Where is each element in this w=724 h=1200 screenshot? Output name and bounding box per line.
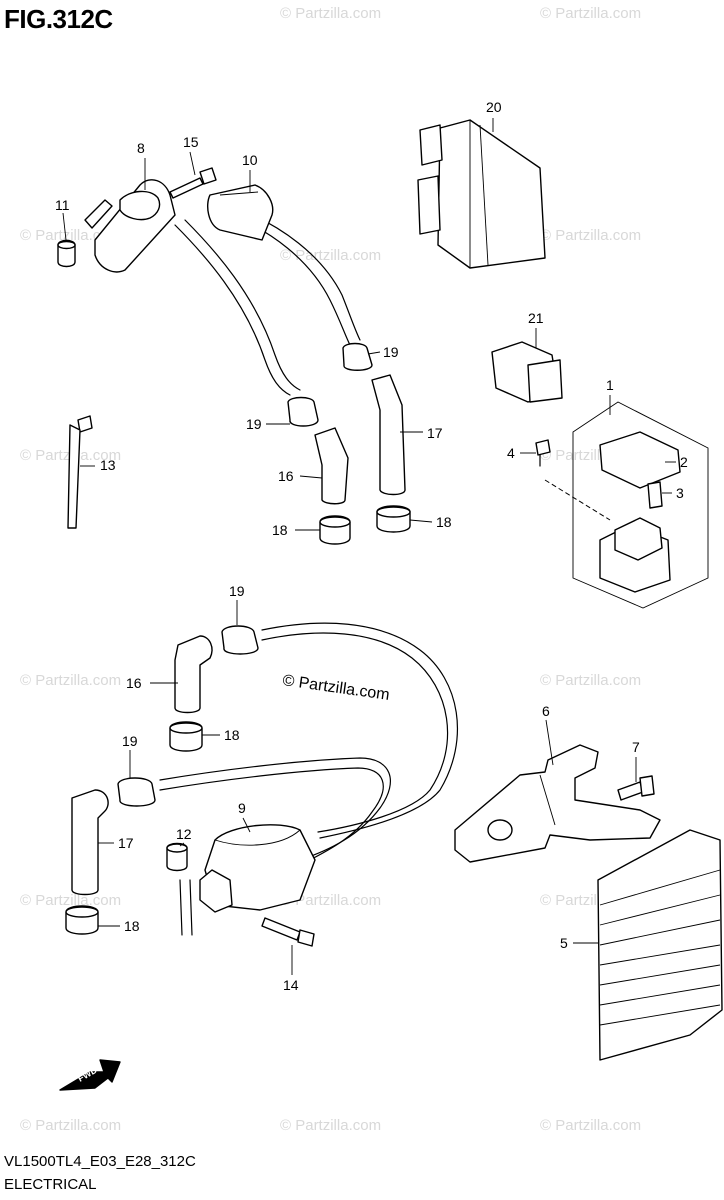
figure-code: VL1500TL4_E03_E28_312C xyxy=(4,1153,196,1170)
callout-6: 6 xyxy=(542,703,550,719)
watermark: © Partzilla.com xyxy=(280,1117,381,1134)
callouts: 20 8 15 10 11 21 1 19 19 17 16 13 18 18 … xyxy=(55,99,688,993)
callout-1: 1 xyxy=(606,377,614,393)
callout-18a: 18 xyxy=(272,522,288,538)
watermark: © Partzilla.com xyxy=(20,672,121,689)
callout-17b: 17 xyxy=(118,835,134,851)
callout-7: 7 xyxy=(632,739,640,755)
leader-lines xyxy=(62,118,676,975)
watermark: © Partzilla.com xyxy=(540,5,641,22)
callout-18b: 18 xyxy=(436,514,452,530)
watermark: © Partzilla.com xyxy=(280,892,381,909)
callout-12: 12 xyxy=(176,826,192,842)
callout-2: 2 xyxy=(680,454,688,470)
callout-10: 10 xyxy=(242,152,258,168)
callout-16a: 16 xyxy=(278,468,294,484)
callout-4: 4 xyxy=(507,445,515,461)
callout-20: 20 xyxy=(486,99,502,115)
watermark-main: © Partzilla.com xyxy=(281,672,390,704)
callout-19a: 19 xyxy=(383,344,399,360)
callout-21: 21 xyxy=(528,310,544,326)
callout-3: 3 xyxy=(676,485,684,501)
callout-18d: 18 xyxy=(124,918,140,934)
watermark: © Partzilla.com xyxy=(280,247,381,264)
callout-5: 5 xyxy=(560,935,568,951)
callout-9: 9 xyxy=(238,800,246,816)
watermark: © Partzilla.com xyxy=(540,1117,641,1134)
watermark: © Partzilla.com xyxy=(540,672,641,689)
callout-19c: 19 xyxy=(229,583,245,599)
callout-16b: 16 xyxy=(126,675,142,691)
watermark: © Partzilla.com xyxy=(20,892,121,909)
callout-8: 8 xyxy=(137,140,145,156)
ecm-and-relay-assembly xyxy=(417,119,709,609)
callout-15: 15 xyxy=(183,134,199,150)
ignition-coil-rear-assembly xyxy=(65,622,458,947)
watermark-group: © Partzilla.com © Partzilla.com © Partzi… xyxy=(20,5,641,1134)
callout-14: 14 xyxy=(283,977,299,993)
callout-19b: 19 xyxy=(246,416,262,432)
watermark: © Partzilla.com xyxy=(20,1117,121,1134)
watermark: © Partzilla.com xyxy=(280,5,381,22)
regulator-assembly xyxy=(454,744,723,1061)
fwd-arrow: FWD xyxy=(59,1059,121,1091)
callout-17a: 17 xyxy=(427,425,443,441)
callout-18c: 18 xyxy=(224,727,240,743)
callout-13: 13 xyxy=(100,457,116,473)
callout-11: 11 xyxy=(55,197,70,213)
figure-section: ELECTRICAL xyxy=(4,1176,97,1193)
figure-title: FIG.312C xyxy=(4,4,113,34)
ignition-coil-front-assembly xyxy=(57,167,411,545)
callout-19d: 19 xyxy=(122,733,138,749)
watermark: © Partzilla.com xyxy=(540,227,641,244)
